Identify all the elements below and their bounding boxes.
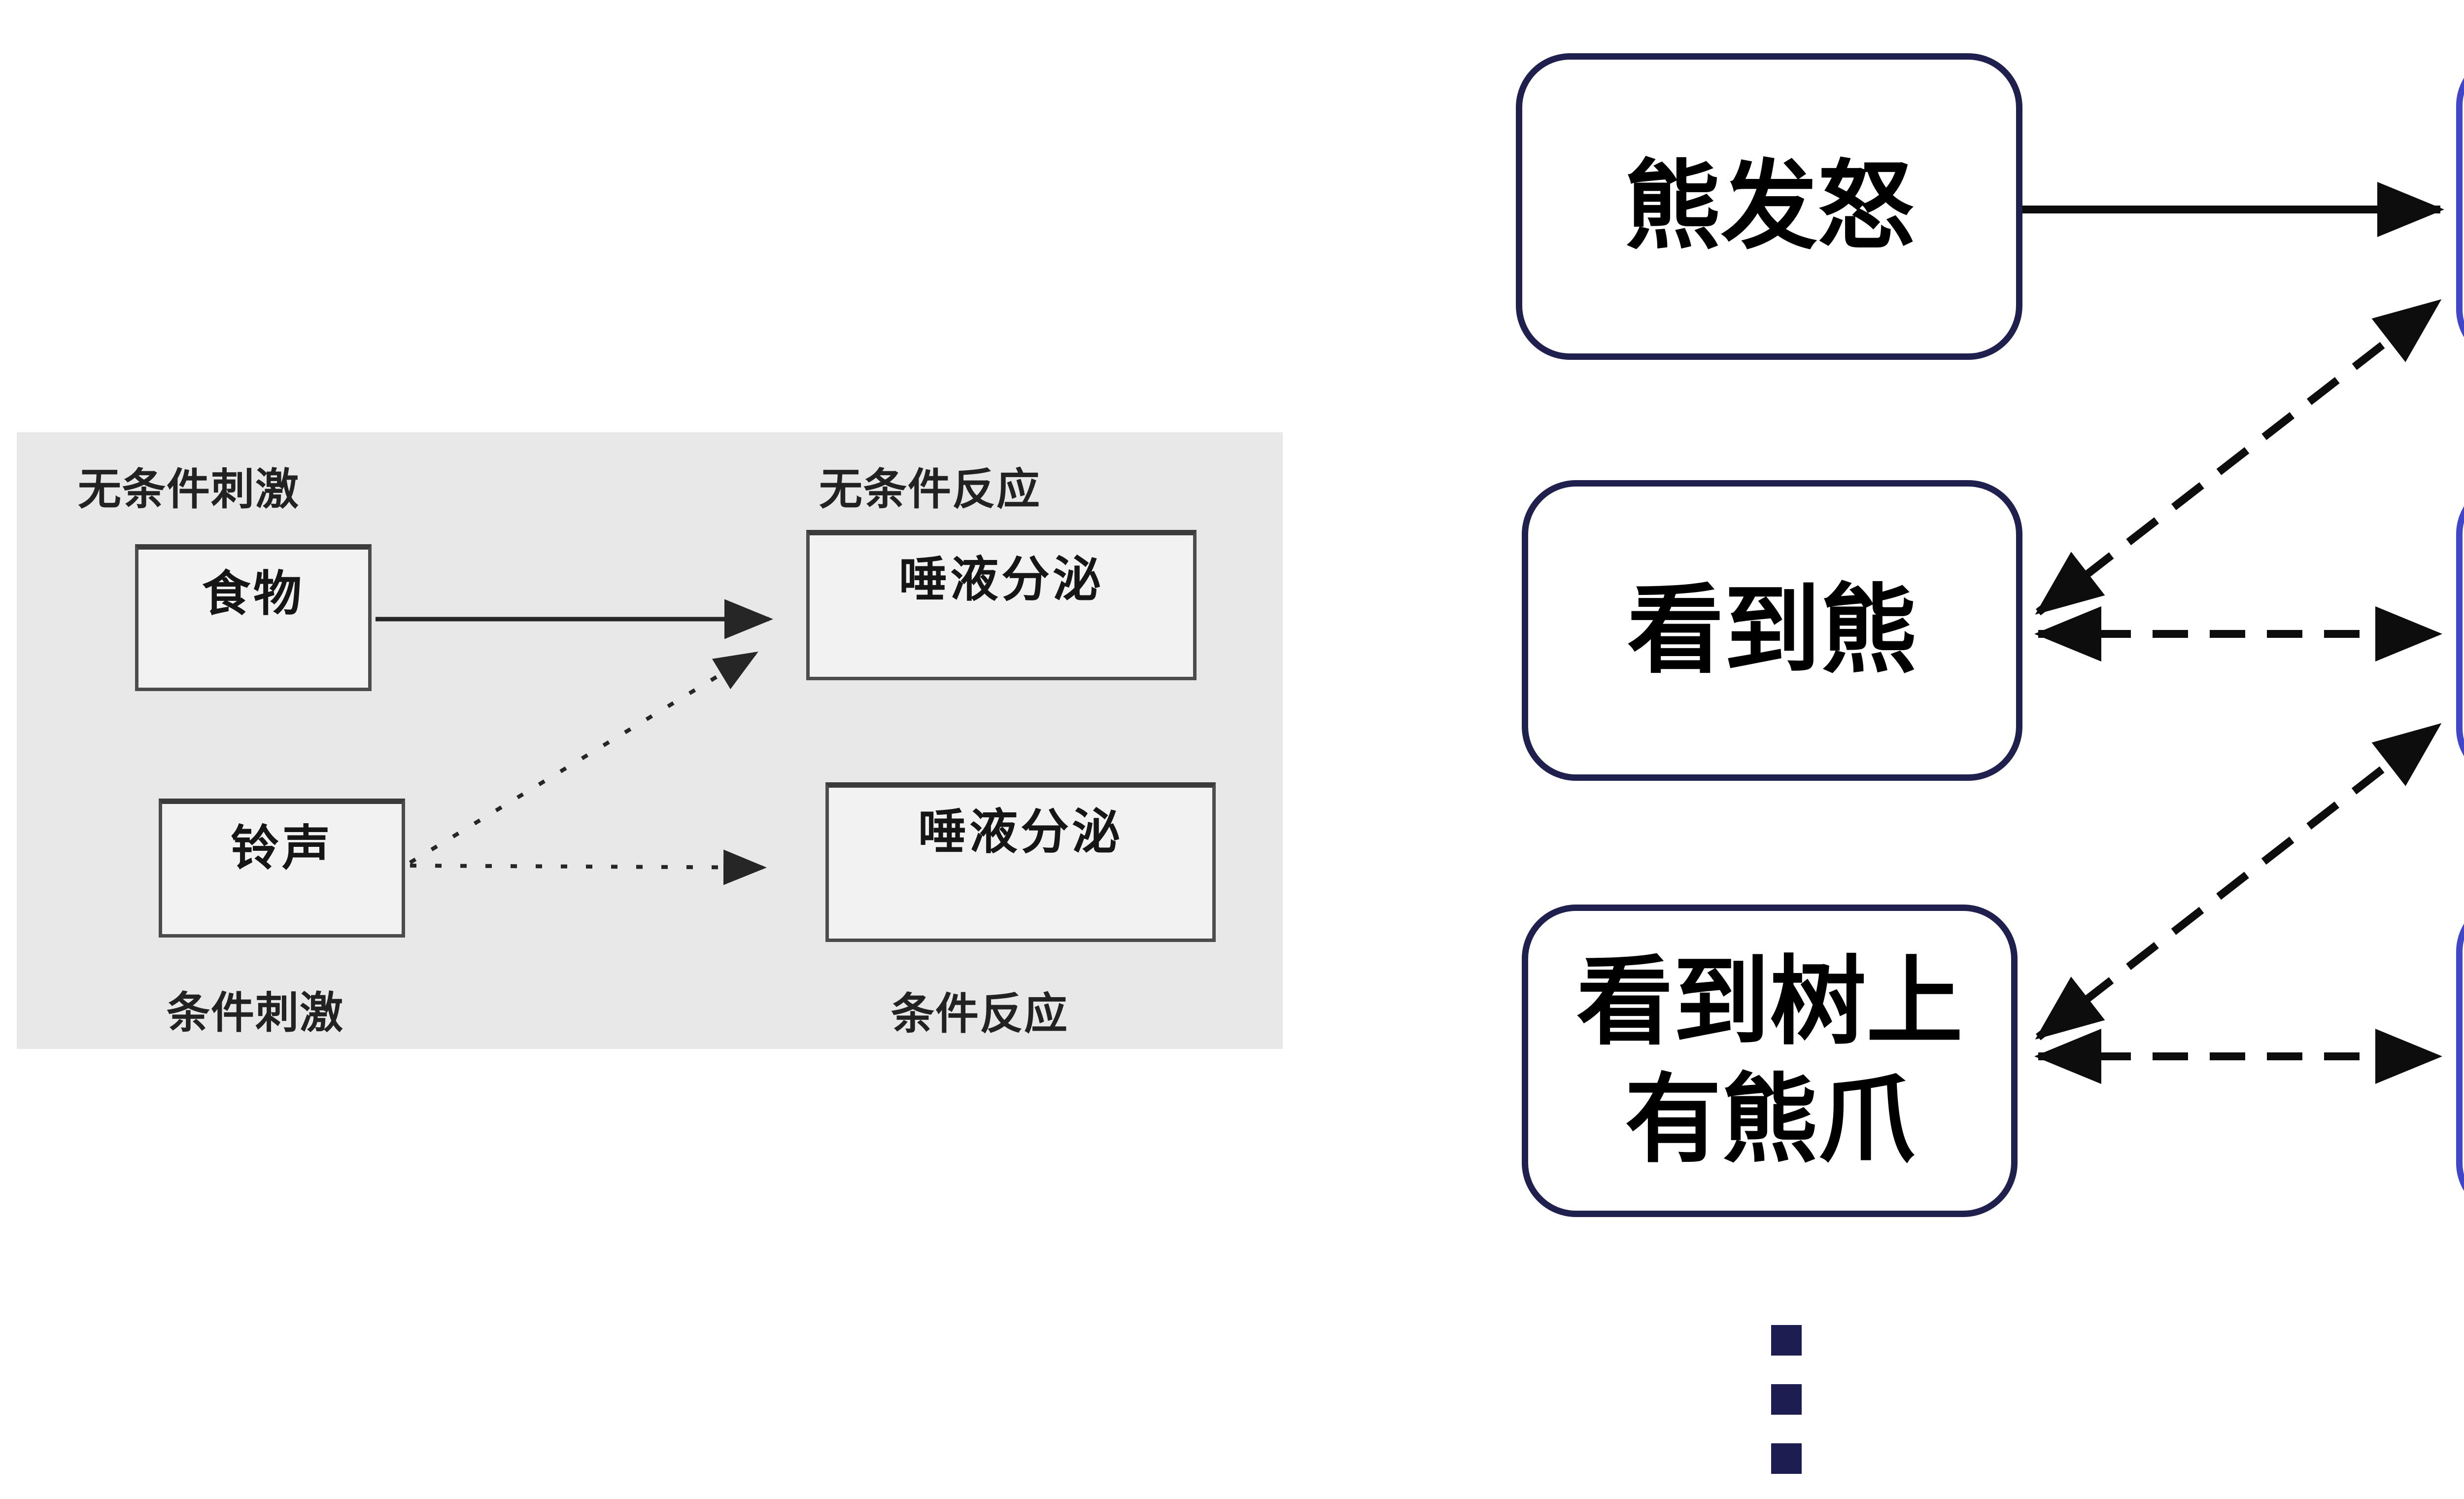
see-bear-to-reward-dashed-arrow: [2035, 298, 2442, 616]
bear-angry-box: 熊发怒: [1516, 53, 2022, 360]
see-claw-label-line1: 看到树上: [1576, 947, 1963, 1056]
ellipsis-dots-states: [1771, 1325, 1802, 1474]
see-bear-box: 看到熊: [1522, 480, 2022, 781]
see-bear-label: 看到熊: [1627, 576, 1917, 685]
value-s-prime-box: V(s′): [2456, 480, 2464, 782]
see-claw-to-value-s-prime-dashed-arrow: [2035, 722, 2442, 1041]
salivation-box-top: 唾液分泌: [806, 530, 1197, 680]
dot: [1771, 1384, 1802, 1415]
food-box: 食物: [135, 544, 372, 691]
classical-conditioning-panel: [17, 432, 1283, 1049]
salivation-bottom-label: 唾液分泌: [918, 804, 1123, 859]
label-unconditioned-response: 无条件反应: [819, 465, 1041, 514]
salivation-box-bottom: 唾液分泌: [825, 782, 1216, 942]
see-claw-label-line2: 有熊爪: [1624, 1066, 1915, 1174]
label-unconditioned-stimulus: 无条件刺激: [78, 465, 300, 514]
see-claw-box: 看到树上 有熊爪: [1522, 905, 2018, 1217]
label-conditioned-stimulus: 条件刺激: [167, 988, 344, 1037]
food-box-label: 食物: [202, 566, 305, 621]
dot: [1771, 1443, 1802, 1474]
bell-box-label: 铃声: [230, 821, 333, 875]
bell-box: 铃声: [159, 799, 405, 938]
value-s-box: V(s): [2456, 898, 2464, 1217]
label-conditioned-response: 条件反应: [891, 989, 1069, 1038]
bear-angry-label: 熊发怒: [1624, 152, 1914, 261]
dot: [1771, 1325, 1802, 1356]
salivation-top-label: 唾液分泌: [898, 552, 1104, 606]
reward-box: 奖励: [2456, 52, 2464, 363]
